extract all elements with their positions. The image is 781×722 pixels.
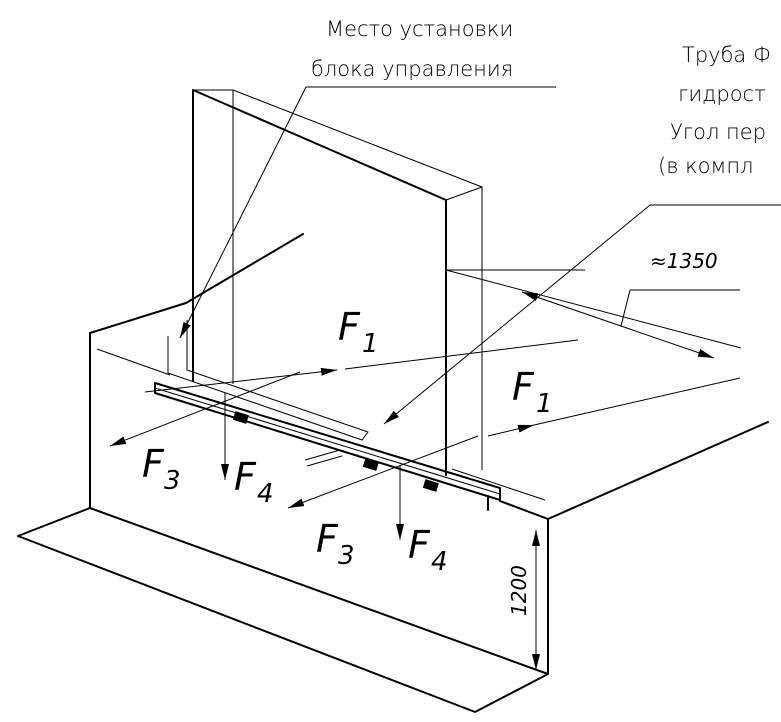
force-f3-subscript: 3 <box>164 466 181 496</box>
mount-bracket <box>362 458 379 471</box>
foundation-block <box>17 233 769 713</box>
hydraulic-pipe <box>167 320 369 467</box>
callout-pipe-line2: гидрост <box>678 82 766 106</box>
force-f1-line <box>344 339 579 370</box>
force-f1-subscript: 1 <box>536 389 553 419</box>
force-arrows <box>109 339 741 540</box>
callout-pipe-line3: Угол пер <box>670 120 766 144</box>
force-f1-subscript: 1 <box>362 329 379 359</box>
gate-panel <box>192 89 483 476</box>
force-f3-subscript: 3 <box>338 541 355 571</box>
dimension-1350 <box>445 269 742 359</box>
force-f1-arrow <box>144 367 338 393</box>
force-f3-label: F <box>316 517 339 561</box>
callout-pipe-line4: (в компл <box>658 154 753 178</box>
force-f4-label: F <box>408 523 431 567</box>
force-f1-arrow <box>487 424 535 437</box>
force-f4-subscript: 4 <box>257 479 274 509</box>
mount-bracket <box>232 411 249 424</box>
callout-control-unit-line2: блока управления <box>311 57 513 81</box>
mount-bracket <box>422 479 439 492</box>
force-f3-arrow <box>109 371 301 447</box>
callout-leaders <box>179 86 781 425</box>
dimension-length-label: ≈1350 <box>650 249 718 273</box>
force-f3-label: F <box>142 442 165 486</box>
force-f1-line <box>533 377 741 426</box>
callout-control-unit-line1: Место установки <box>326 17 513 41</box>
callout-pipe-line1: Труба Ф <box>682 43 771 67</box>
force-f4-label: F <box>234 455 257 499</box>
force-f1-label: F <box>338 305 361 349</box>
base-rail <box>154 382 501 511</box>
dimension-height-label: 1200 <box>507 565 531 616</box>
force-f3-arrow <box>287 435 479 509</box>
force-f4-subscript: 4 <box>431 547 448 577</box>
force-f1-label: F <box>512 365 535 409</box>
